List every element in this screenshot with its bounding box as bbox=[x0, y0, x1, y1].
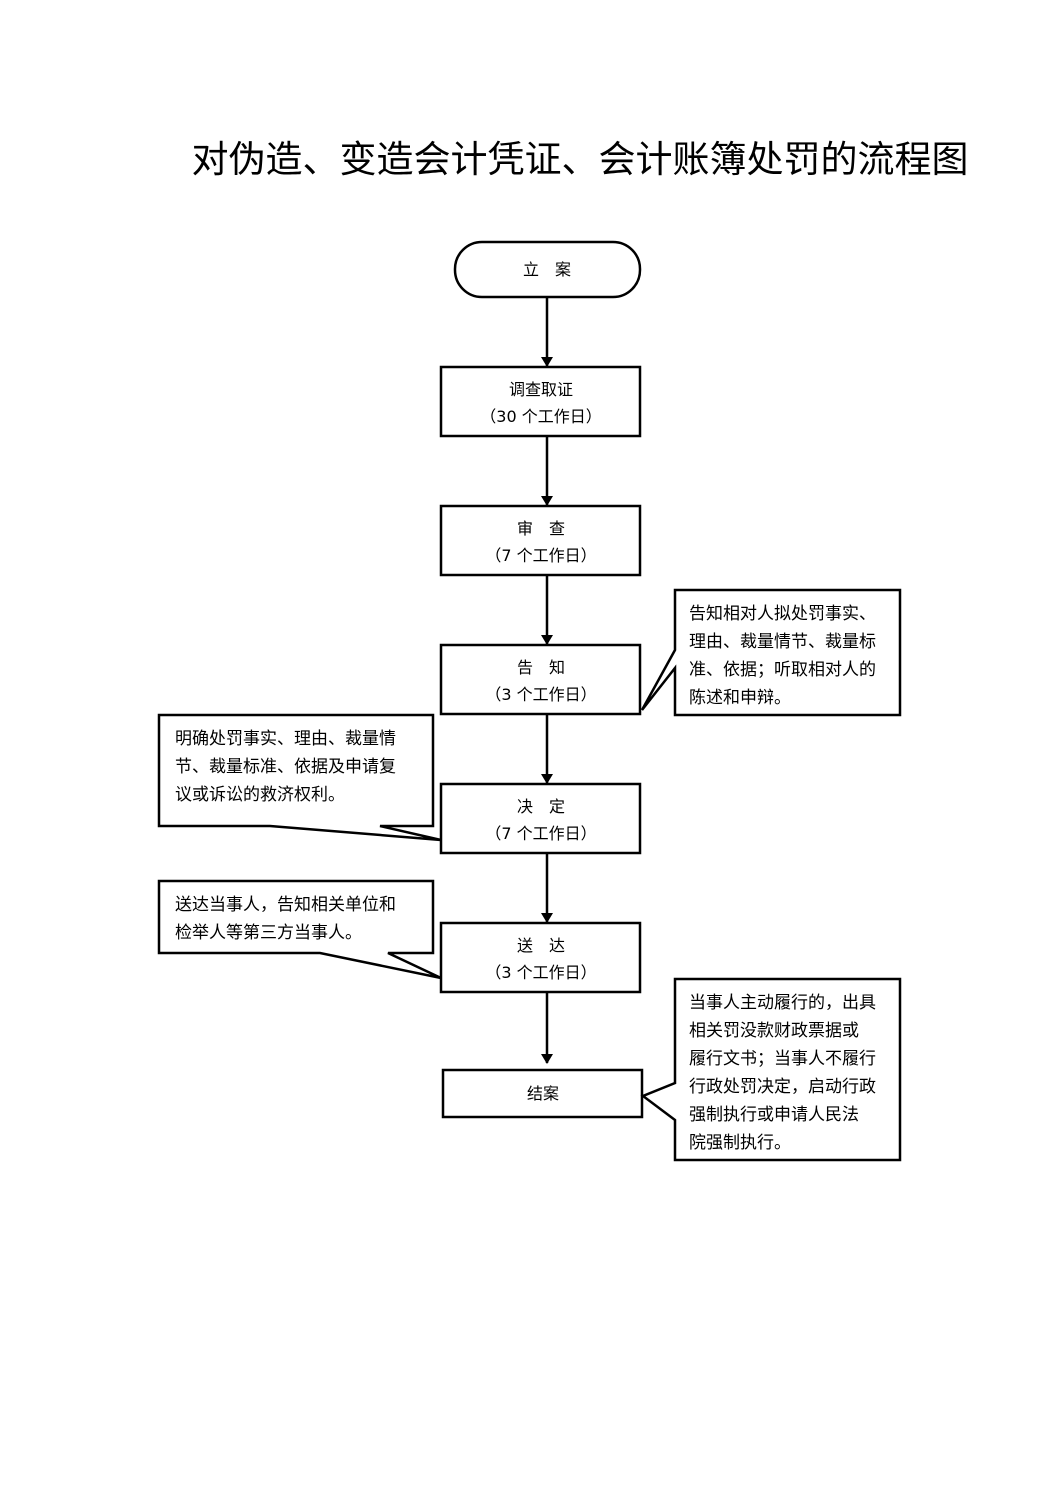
callout-line: 明确处罚事实、理由、裁量情 bbox=[175, 729, 396, 749]
callout-line: 履行文书；当事人不履行 bbox=[689, 1049, 876, 1069]
node-duration: （30 个工作日） bbox=[480, 407, 601, 426]
node-label: 决 定 bbox=[517, 797, 565, 816]
node-label: 告 知 bbox=[517, 658, 565, 677]
node-label: 审 查 bbox=[517, 519, 565, 538]
node-duration: （3 个工作日） bbox=[485, 963, 596, 982]
node-label: 调查取证 bbox=[509, 380, 573, 399]
node-start: 立 案 bbox=[453, 240, 642, 299]
callout-line: 相关罚没款财政票据或 bbox=[689, 1021, 859, 1041]
callout-decision: 明确处罚事实、理由、裁量情 节、裁量标准、依据及申请复 议或诉讼的救济权利。 bbox=[157, 713, 442, 842]
diagram-title: 对伪造、变造会计凭证、会计账簿处罚的流程图 bbox=[192, 138, 969, 181]
callout-line: 强制执行或申请人民法 bbox=[689, 1105, 859, 1125]
node-label: 立 案 bbox=[523, 260, 571, 279]
callout-line: 议或诉讼的救济权利。 bbox=[175, 785, 345, 805]
node-duration: （7 个工作日） bbox=[485, 824, 596, 843]
node-close: 结案 bbox=[441, 1068, 644, 1119]
callout-line: 行政处罚决定，启动行政 bbox=[689, 1077, 876, 1097]
callout-close: 当事人主动履行的，出具 相关罚没款财政票据或 履行文书；当事人不履行 行政处罚决… bbox=[640, 977, 902, 1162]
node-investigation: 调查取证 （30 个工作日） bbox=[439, 365, 642, 438]
node-review: 审 查 （7 个工作日） bbox=[439, 504, 642, 577]
node-decision: 决 定 （7 个工作日） bbox=[439, 782, 642, 855]
callout-line: 准、依据；听取相对人的 bbox=[689, 660, 876, 680]
callout-line: 院强制执行。 bbox=[689, 1133, 791, 1153]
callout-line: 节、裁量标准、依据及申请复 bbox=[175, 757, 396, 777]
node-label: 结案 bbox=[527, 1084, 559, 1103]
callout-line: 陈述和申辩。 bbox=[689, 688, 791, 708]
callout-line: 检举人等第三方当事人。 bbox=[175, 923, 362, 943]
node-label: 送 达 bbox=[517, 936, 565, 955]
node-notify: 告 知 （3 个工作日） bbox=[439, 643, 642, 716]
callout-line: 送达当事人，告知相关单位和 bbox=[175, 895, 396, 915]
node-duration: （7 个工作日） bbox=[485, 546, 596, 565]
node-delivery: 送 达 （3 个工作日） bbox=[439, 921, 642, 994]
callout-delivery: 送达当事人，告知相关单位和 检举人等第三方当事人。 bbox=[157, 879, 442, 980]
callout-line: 告知相对人拟处罚事实、 bbox=[689, 604, 876, 624]
callout-line: 理由、裁量情节、裁量标 bbox=[689, 632, 876, 652]
callout-notify: 告知相对人拟处罚事实、 理由、裁量情节、裁量标 准、依据；听取相对人的 陈述和申… bbox=[640, 588, 902, 717]
callout-line: 当事人主动履行的，出具 bbox=[689, 993, 876, 1013]
node-duration: （3 个工作日） bbox=[485, 685, 596, 704]
